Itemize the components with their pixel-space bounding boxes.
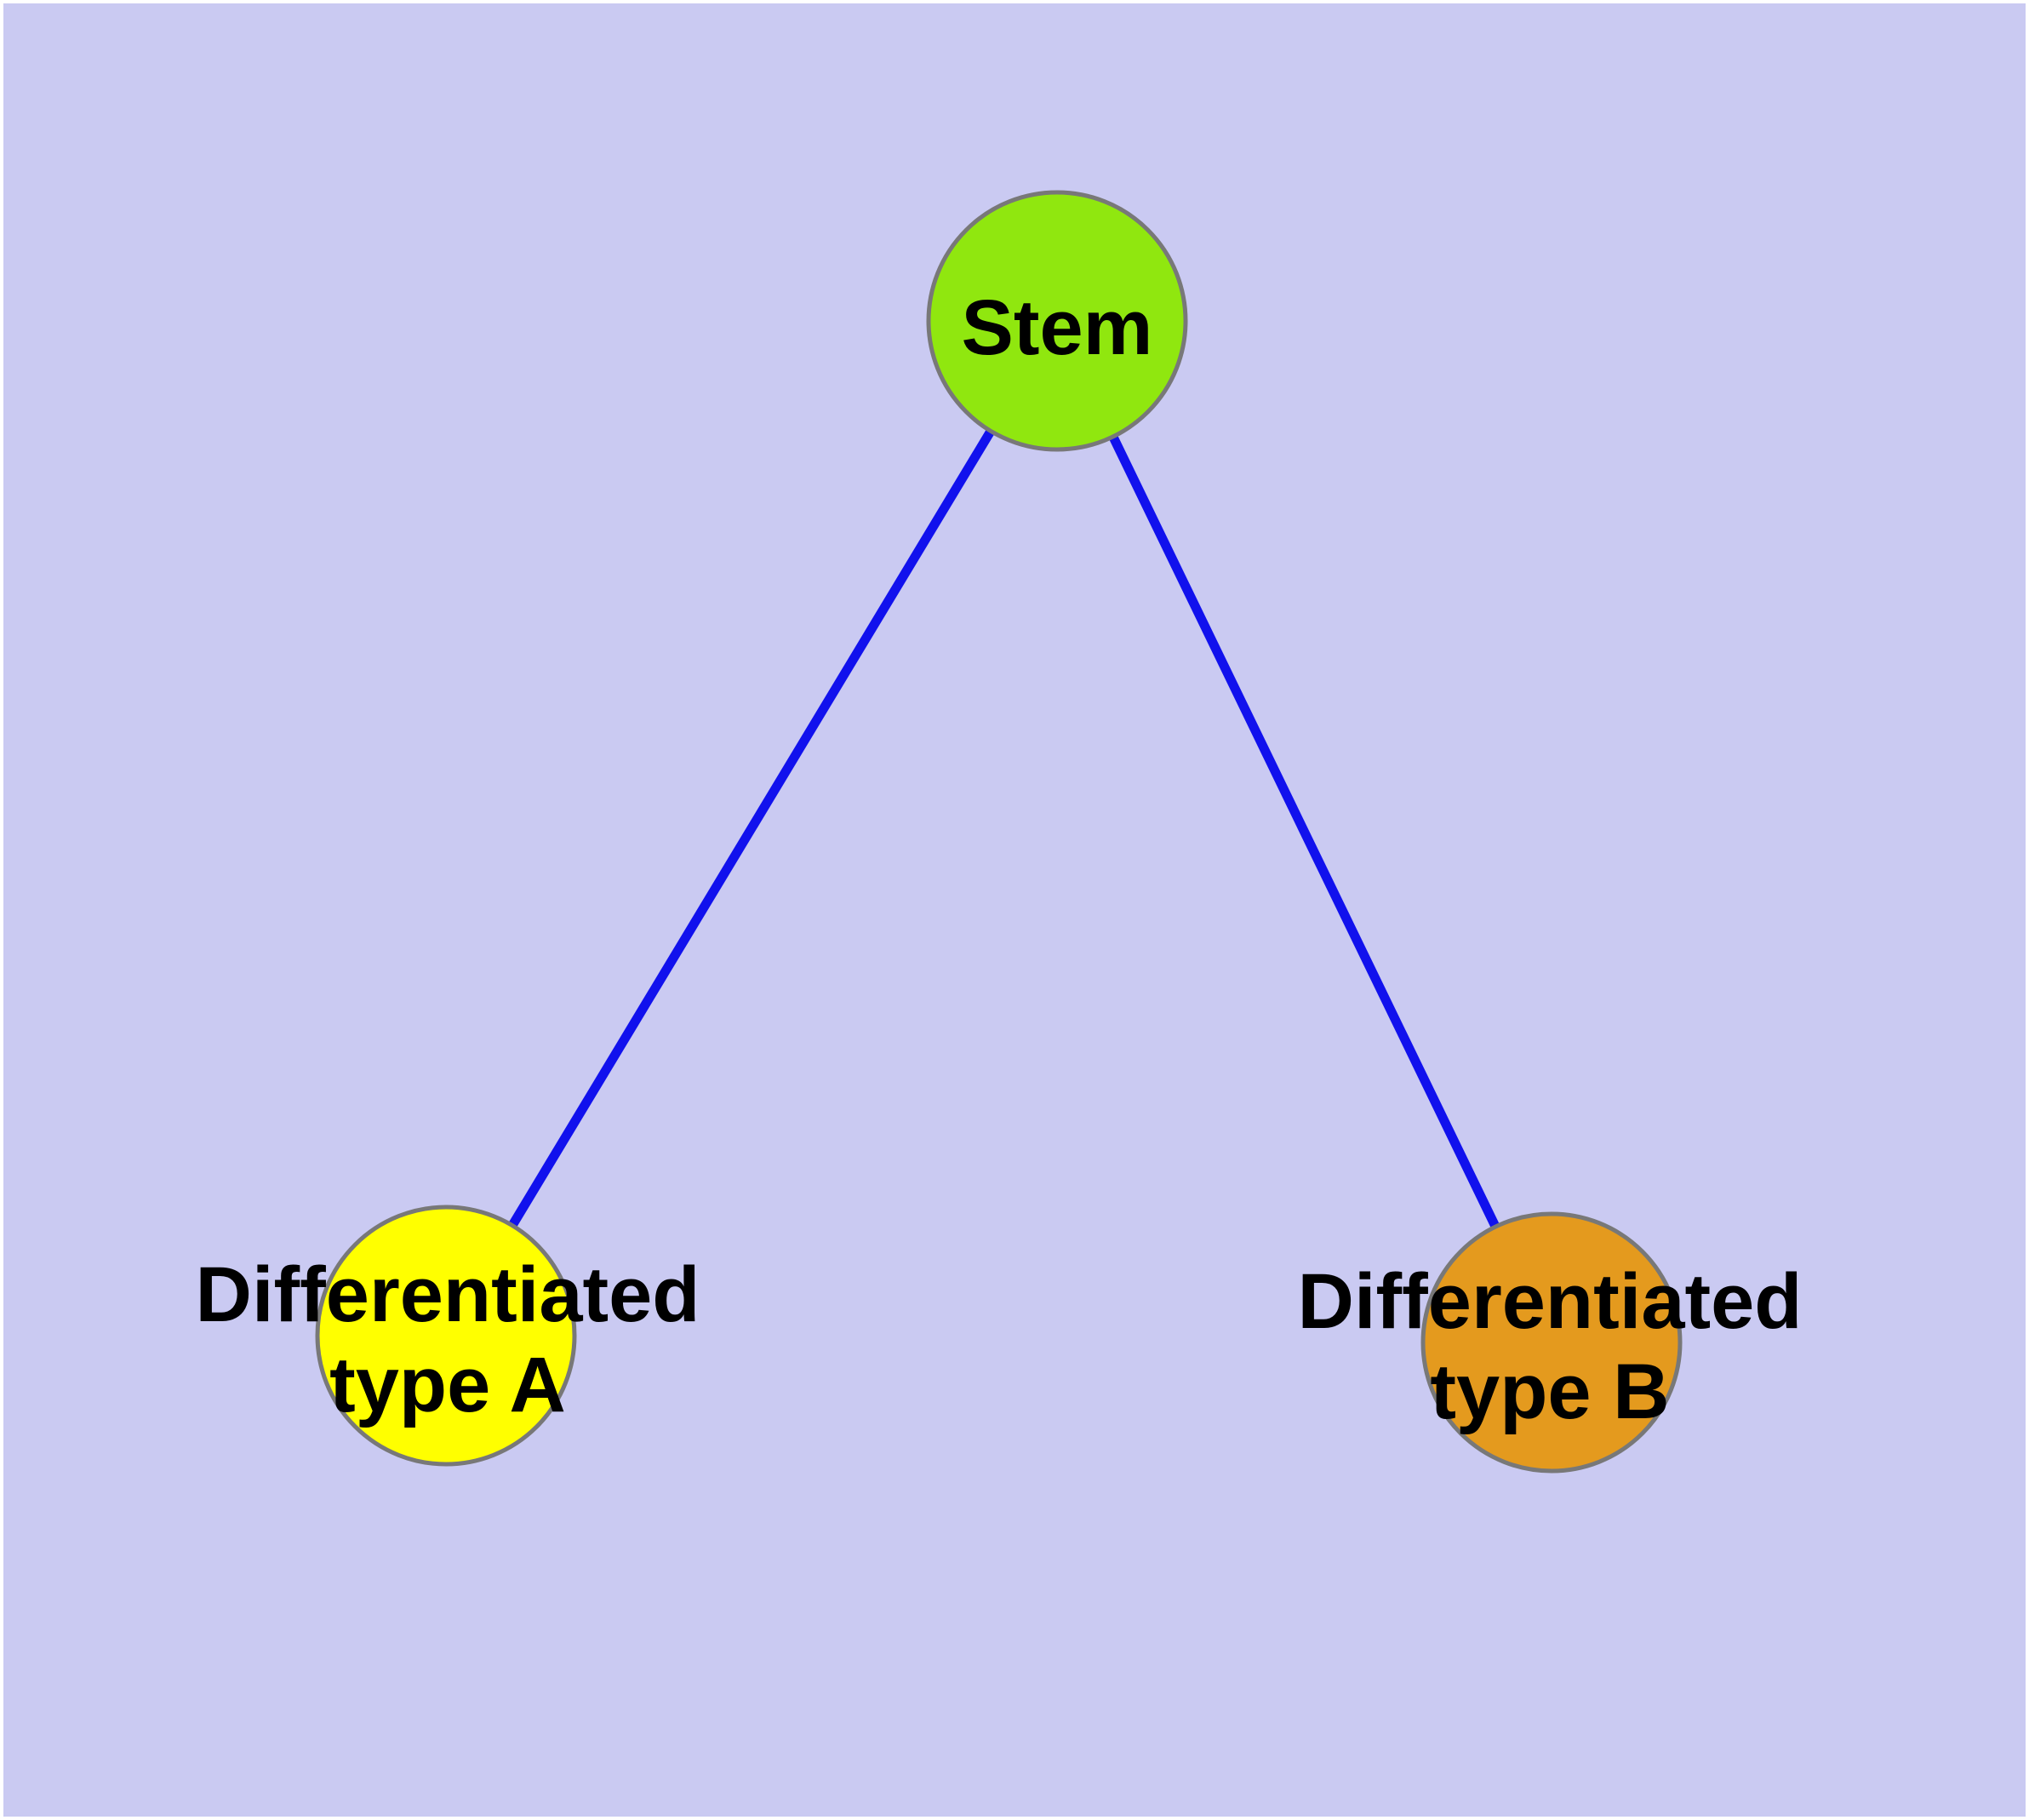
node-differentiated-type-b	[1420, 1211, 1683, 1474]
edge-stem-to-type-a	[442, 318, 1061, 1338]
edge-stem-to-type-b	[1053, 318, 1556, 1345]
cell-differentiation-diagram: Stem Differentiated type A Differentiate…	[3, 3, 2026, 1817]
node-stem	[926, 190, 1188, 452]
diagram-svg: Stem Differentiated type A Differentiate…	[3, 3, 2026, 1817]
node-stem-label: Stem	[962, 284, 1153, 371]
node-type-a-label-line2: type A	[329, 1342, 566, 1428]
node-type-b-label-line1: Differentiated	[1298, 1258, 1803, 1345]
node-type-b-label-line2: type B	[1430, 1348, 1669, 1435]
node-type-a-label-line1: Differentiated	[196, 1251, 700, 1338]
node-differentiated-type-a	[315, 1205, 577, 1467]
